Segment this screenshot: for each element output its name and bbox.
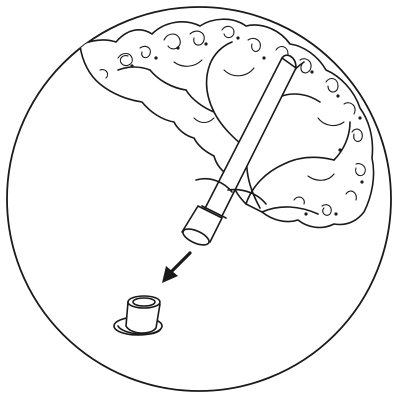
end-cap — [114, 296, 162, 335]
arrow-down-left — [162, 253, 190, 283]
